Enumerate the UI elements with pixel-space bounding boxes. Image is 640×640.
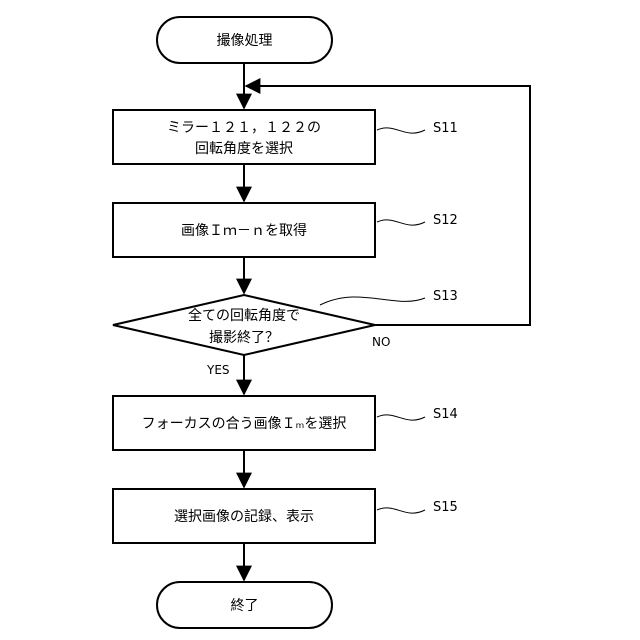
step-s13-text-line2: 撮影終了？ (209, 329, 279, 346)
step-s13-diamond (113, 295, 375, 355)
step-s12-label: S12 (433, 213, 458, 228)
step-s12: 画像Ｉｍ－ｎを取得 S12 (113, 203, 458, 257)
step-s13-text-line1: 全ての回転角度で (188, 307, 300, 324)
step-s13-label: S13 (433, 289, 458, 304)
step-s12-leader-line (377, 220, 425, 225)
step-s11-label: S11 (433, 121, 458, 136)
start-terminal: 撮像処理 (157, 17, 332, 63)
step-s11: ミラー１２１，１２２の 回転角度を選択 S11 (113, 110, 458, 164)
step-s15-text: 選択画像の記録、表示 (174, 508, 314, 525)
start-terminal-text: 撮像処理 (217, 32, 273, 49)
step-s14-text: フォーカスの合う画像Ｉₘを選択 (142, 416, 347, 432)
step-s12-text: 画像Ｉｍ－ｎを取得 (181, 222, 307, 239)
end-terminal: 終了 (157, 582, 332, 628)
step-s11-text-line1: ミラー１２１，１２２の (167, 120, 321, 136)
end-terminal-text: 終了 (231, 598, 259, 614)
step-s14-leader-line (377, 415, 425, 420)
step-s11-text-line2: 回転角度を選択 (195, 141, 293, 157)
branch-yes-label: YES (206, 363, 230, 377)
step-s13-leader-line (320, 297, 425, 305)
step-s15-leader-line (377, 508, 425, 513)
step-s14-label: S14 (433, 407, 458, 422)
step-s15-label: S15 (433, 500, 458, 515)
step-s11-leader-line (377, 128, 425, 133)
step-s15: 選択画像の記録、表示 S15 (113, 489, 458, 543)
branch-no-label: NO (372, 335, 390, 349)
step-s14: フォーカスの合う画像Ｉₘを選択 S14 (113, 396, 458, 450)
step-s13: 全ての回転角度で 撮影終了？ S13 NO YES (113, 289, 458, 377)
